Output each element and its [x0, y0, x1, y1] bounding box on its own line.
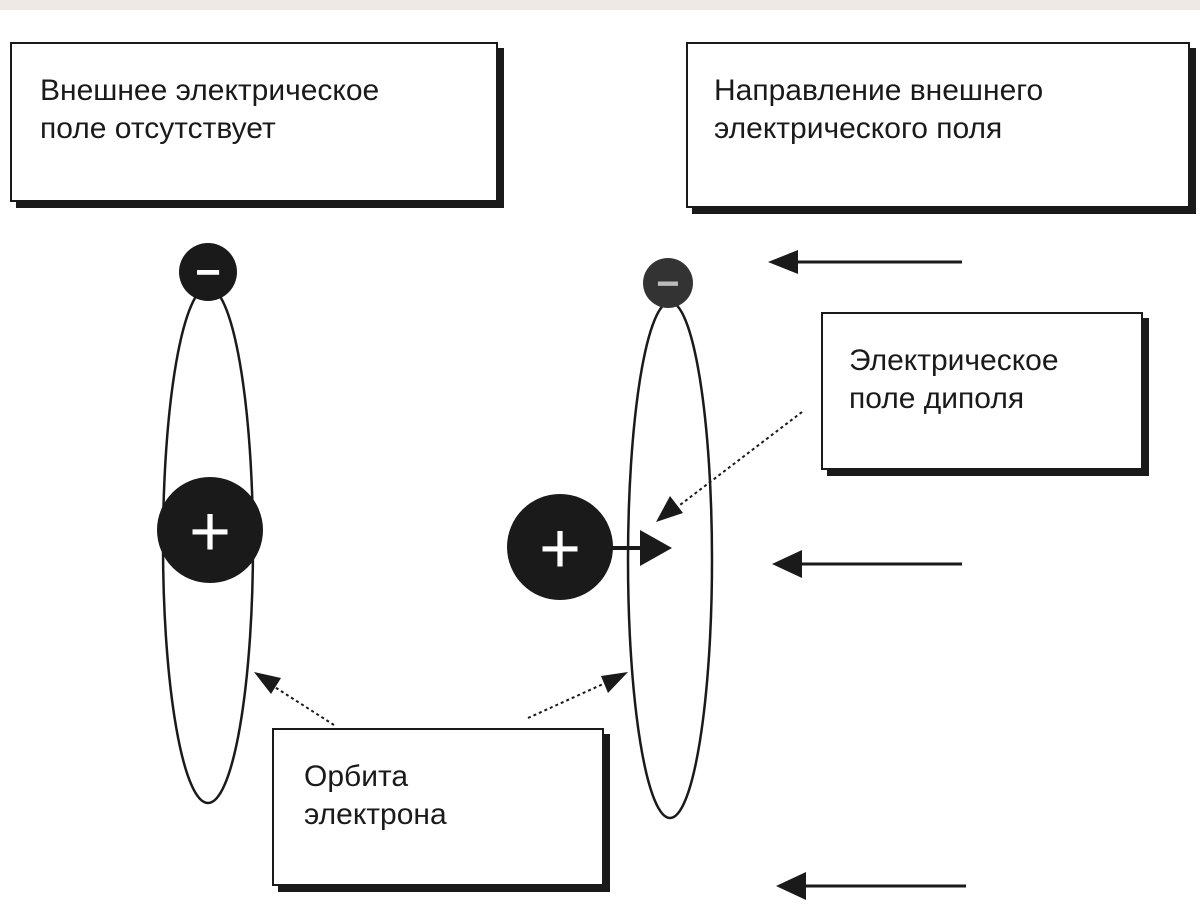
pointer-orbit-left — [254, 672, 334, 725]
dipole-field-line-1: Электрическое — [849, 342, 1141, 380]
electron-left: − — [179, 243, 237, 301]
nucleus-left: + — [157, 477, 263, 583]
nucleus-left-sign: + — [189, 492, 231, 572]
dipole-field-label: Электрическое поле диполя — [821, 312, 1143, 470]
dipole-field-line-2: поле диполя — [849, 380, 1141, 418]
external-field-arrow-1 — [768, 250, 962, 274]
orbit-line-2: электрона — [304, 796, 602, 834]
pointer-dipole-field — [656, 412, 802, 522]
electron-left-sign: − — [195, 248, 221, 297]
electron-right: − — [643, 258, 693, 308]
external-field-arrow-2 — [772, 550, 962, 578]
dipole-arrow — [612, 530, 672, 566]
field-direction-label: Направление внешнего электрического поля — [686, 42, 1190, 208]
external-field-arrow-3 — [776, 872, 966, 900]
pointer-orbit-right — [528, 672, 628, 718]
electron-right-sign: − — [656, 262, 679, 306]
electron-orbit-label: Орбита электрона — [272, 728, 604, 886]
no-external-field-label: Внешнее электрическое поле отсутствует — [10, 42, 498, 202]
atom-unpolarized: − + — [157, 243, 263, 803]
orbit-line-1: Орбита — [304, 758, 602, 796]
nucleus-right: + — [507, 494, 613, 600]
nucleus-right-sign: + — [539, 509, 581, 589]
field-direction-line-1: Направление внешнего — [714, 72, 1188, 110]
no-field-line-2: поле отсутствует — [40, 110, 496, 148]
field-direction-line-2: электрического поля — [714, 110, 1188, 148]
no-field-line-1: Внешнее электрическое — [40, 72, 496, 110]
